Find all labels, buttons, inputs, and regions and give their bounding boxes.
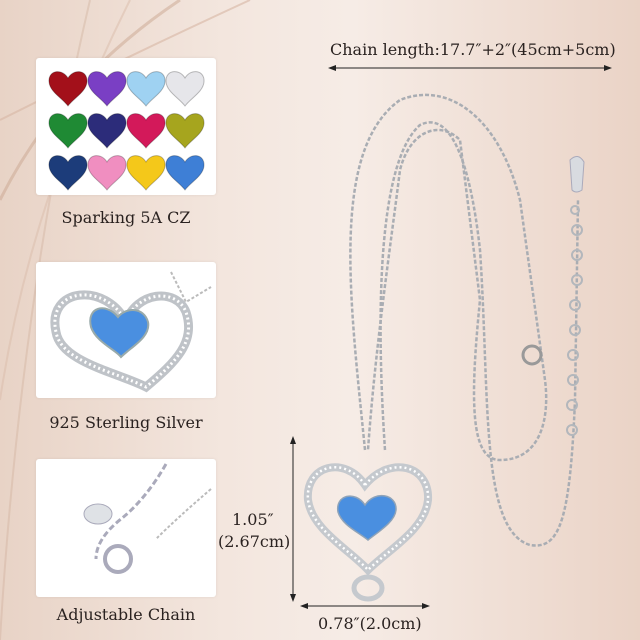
gemstone-hearts xyxy=(48,71,205,191)
height-cm-label: (2.67cm) xyxy=(218,532,291,551)
caption-cz: Sparking 5A CZ xyxy=(61,208,191,227)
gemstone-heart xyxy=(48,71,88,107)
gemstone-heart xyxy=(87,155,127,191)
gemstone-heart xyxy=(48,113,88,149)
height-arrow xyxy=(290,436,296,602)
pendant-closeup-card xyxy=(36,262,216,398)
caption-adjustable: Adjustable Chain xyxy=(56,605,196,624)
gemstone-heart xyxy=(126,71,166,107)
clasp-card xyxy=(36,459,216,597)
chain-length-label: Chain length:17.7″+2″(45cm+5cm) xyxy=(330,40,616,59)
necklace-chain xyxy=(349,93,580,547)
gemstone-heart xyxy=(165,71,205,107)
gemstone-heart xyxy=(126,155,166,191)
gemstone-heart xyxy=(165,113,205,149)
chain-length-arrow xyxy=(328,65,612,71)
pendant xyxy=(303,463,433,602)
width-label: 0.78″(2.0cm) xyxy=(318,614,422,633)
pendant-closeup-image xyxy=(50,271,212,393)
gemstone-heart xyxy=(87,71,127,107)
gemstone-card xyxy=(36,58,216,195)
spring-clasp xyxy=(521,344,543,366)
width-arrow xyxy=(300,603,430,609)
gemstone-heart xyxy=(126,113,166,149)
extender-chain xyxy=(566,205,583,436)
caption-silver: 925 Sterling Silver xyxy=(49,413,203,432)
height-inch-label: 1.05″ xyxy=(232,510,274,529)
gemstone-heart xyxy=(87,113,127,149)
gemstone-heart xyxy=(165,155,205,191)
clasp-image xyxy=(83,463,212,574)
end-tag xyxy=(569,156,585,193)
gemstone-heart xyxy=(48,155,88,191)
